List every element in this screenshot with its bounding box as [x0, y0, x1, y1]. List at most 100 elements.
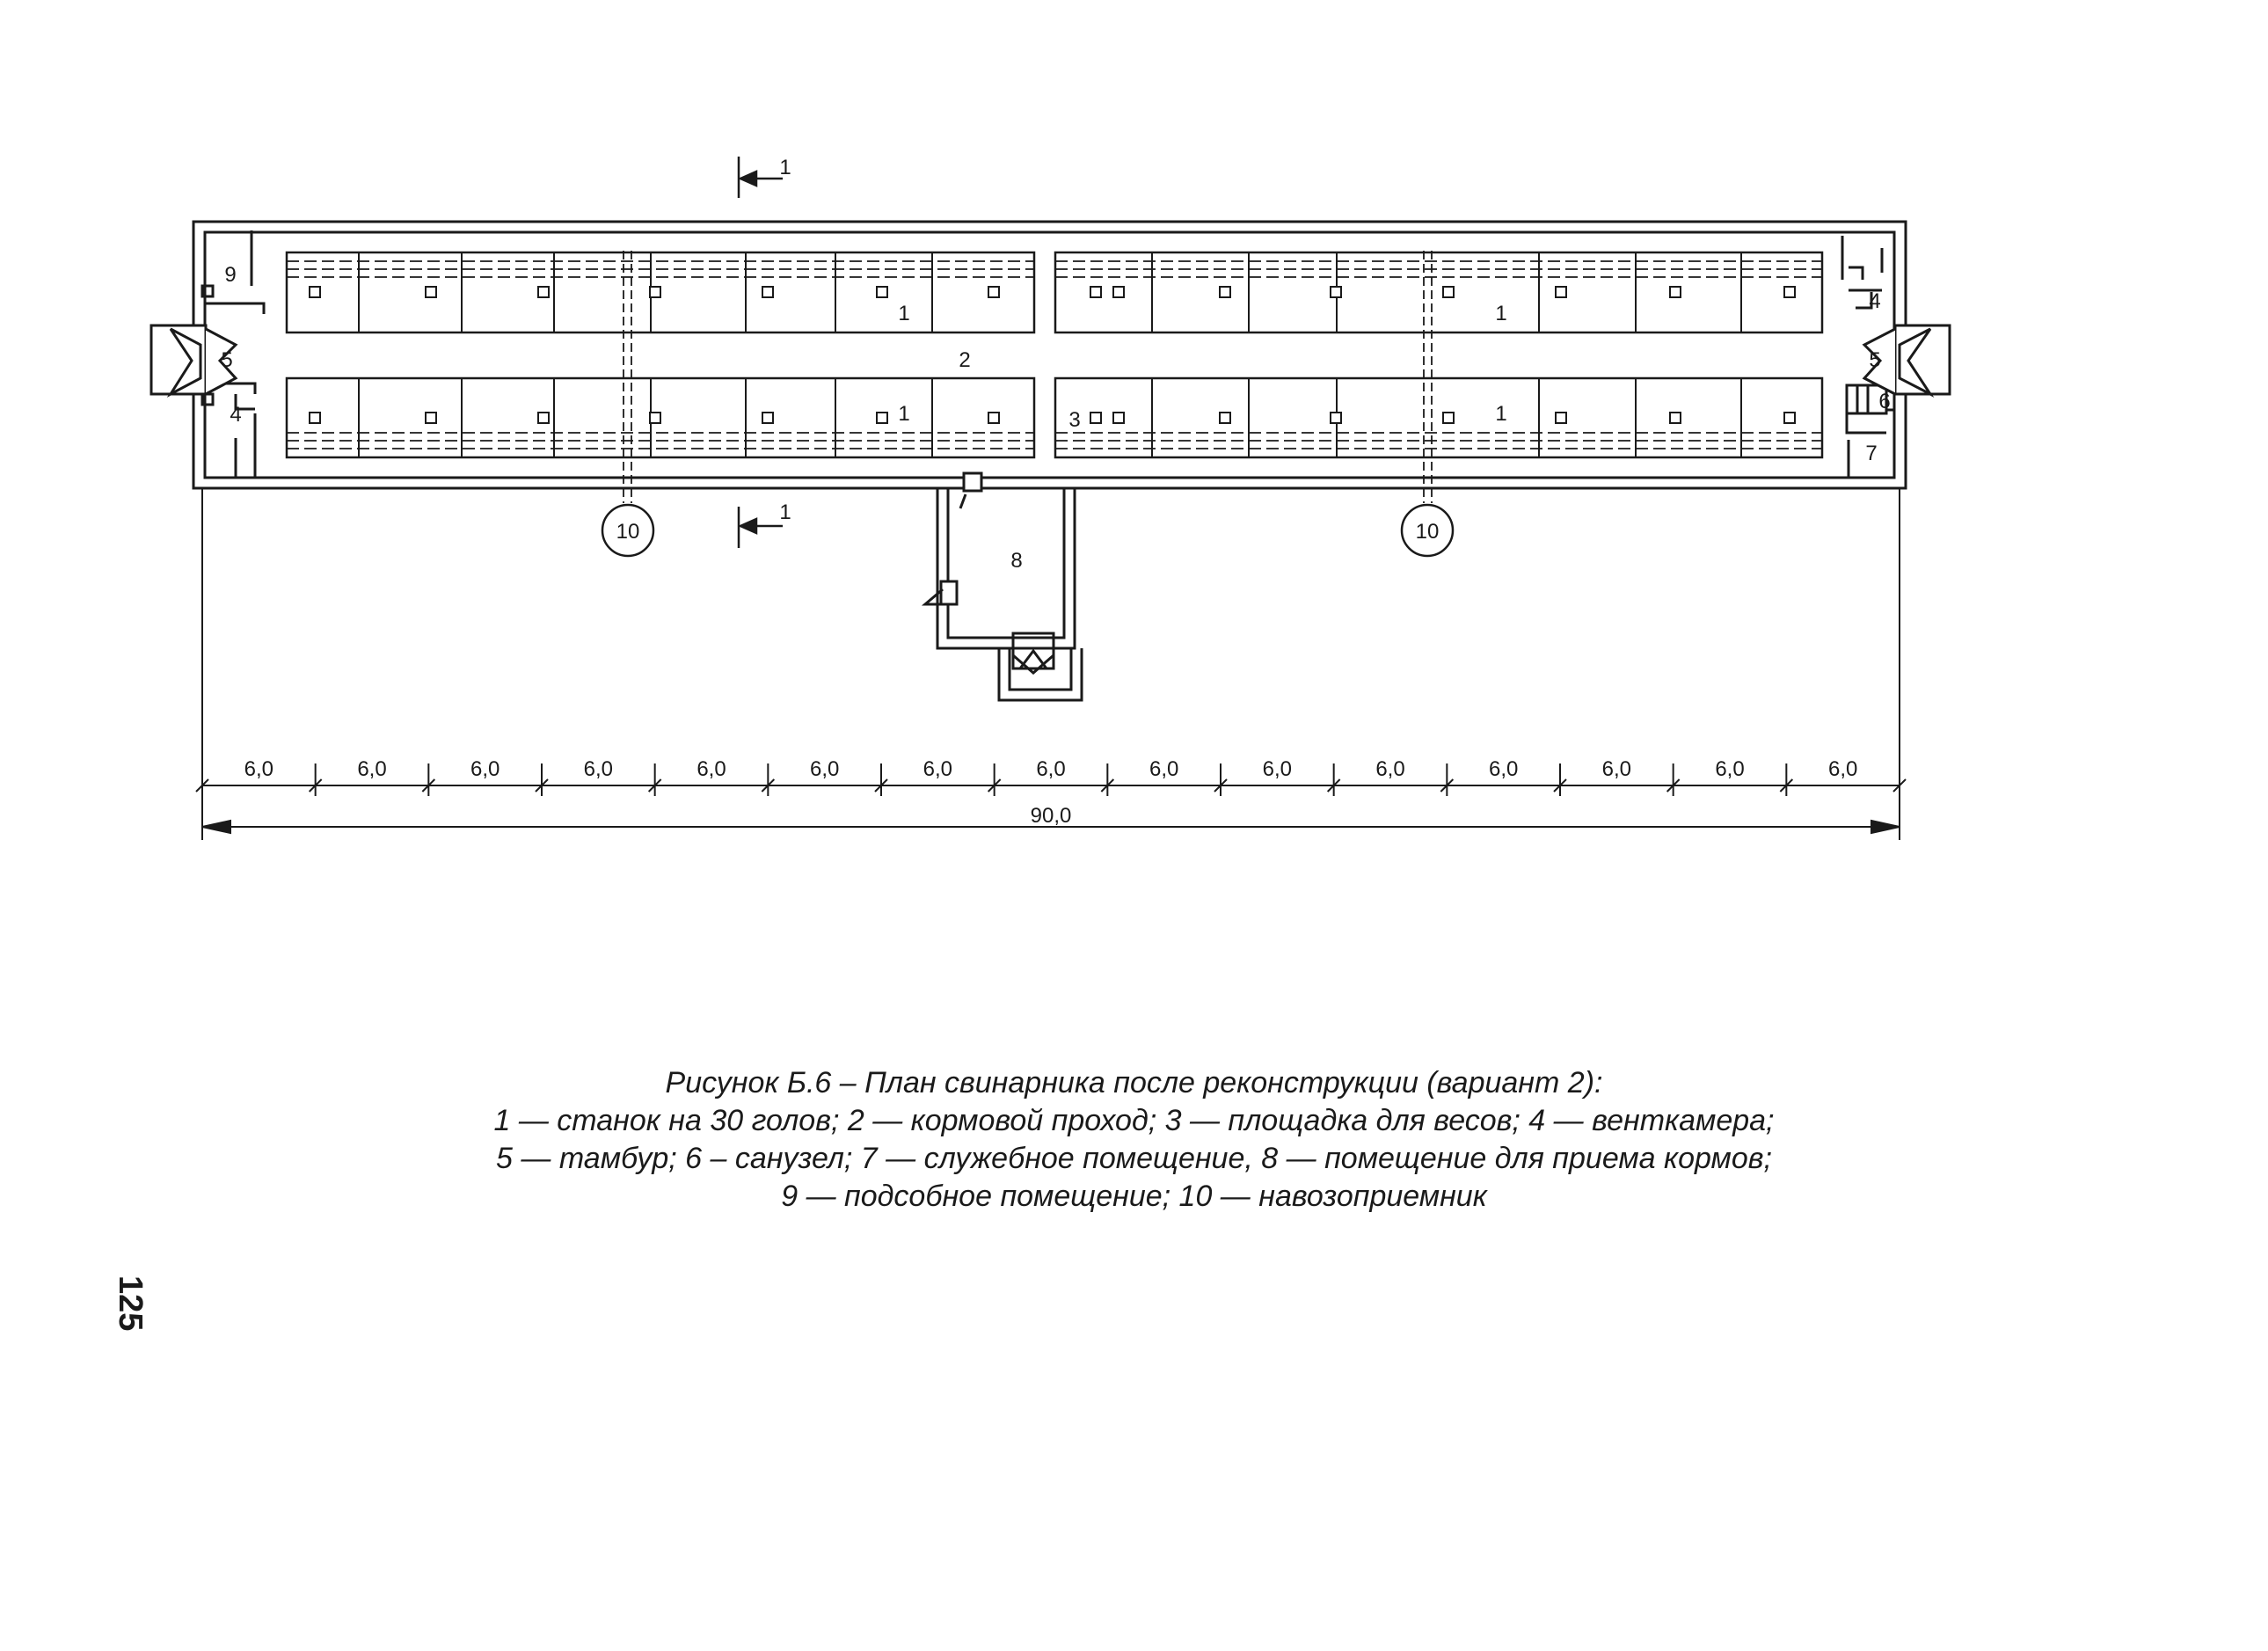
label-pen-top-left: 1 [898, 302, 909, 325]
drinker-icon [649, 286, 661, 298]
drinker-icon [1090, 412, 1102, 424]
drinker-icon [1783, 286, 1796, 298]
dimension-slash [1666, 778, 1681, 793]
label-toilet: 6 [1878, 390, 1890, 413]
dimension-slash [421, 778, 436, 793]
drinker-icon [762, 286, 774, 298]
drinker-icon [1330, 286, 1342, 298]
vestibule-right [1862, 324, 1951, 398]
caption-line-2: 5 — тамбур; 6 – санузел; 7 — служебное п… [496, 1142, 1772, 1175]
label-manure-receiver-right: 10 [1416, 520, 1440, 544]
label-scale-platform: 3 [1068, 408, 1080, 432]
dimension-slash [1553, 778, 1567, 793]
bay-dimension-label: 6,0 [1263, 757, 1292, 781]
label-vestibule-left: 5 [221, 348, 232, 372]
label-feed-passage: 2 [959, 348, 970, 372]
total-length-label: 90,0 [1031, 804, 1072, 828]
bay-dimension-label: 6,0 [923, 757, 952, 781]
dimension-slash [987, 778, 1002, 793]
dimension-slash [308, 778, 323, 793]
bay-dimension-label: 6,0 [1715, 757, 1744, 781]
bay-dimension-label: 6,0 [244, 757, 273, 781]
dimension-slash [1779, 778, 1794, 793]
dimension-slash [647, 778, 662, 793]
label-service-room: 7 [1865, 442, 1877, 465]
manure-receiver-icon [601, 503, 1455, 558]
drinker-icon [425, 286, 437, 298]
section-mark-bottom [737, 507, 783, 548]
caption-line-1: 1 — станок на 30 голов; 2 — кормовой про… [493, 1104, 1775, 1137]
drinker-icon [1669, 412, 1681, 424]
dimension-slash [1100, 778, 1115, 793]
drinker-icon [1442, 286, 1455, 298]
drinker-icon [988, 286, 1000, 298]
section-mark-bottom-number: 1 [779, 500, 791, 524]
section-mark-top-number: 1 [779, 156, 791, 179]
dimension-slash [874, 778, 888, 793]
bay-dimension-label: 6,0 [584, 757, 613, 781]
drinker-icon [762, 412, 774, 424]
drinker-icon [988, 412, 1000, 424]
bay-dimension-label: 6,0 [1602, 757, 1631, 781]
label-pen-bottom-left: 1 [898, 402, 909, 426]
dimension-slash [1214, 778, 1228, 793]
drinker-icon [1112, 286, 1125, 298]
bay-dimension-label: 6,0 [1828, 757, 1857, 781]
feed-room-annex [921, 471, 1083, 702]
caption-title: Рисунок Б.6 – План свинарника после реко… [665, 1066, 1603, 1099]
bay-dimension-label: 6,0 [696, 757, 726, 781]
caption-line-3: 9 — подсобное помещение; 10 — навозоприе… [781, 1180, 1487, 1213]
label-pen-top-right: 1 [1495, 302, 1506, 325]
drinker-icon [649, 412, 661, 424]
room-labels: 1 1 1 1 2 3 4 4 5 5 6 7 8 9 10 10 1 1 90… [221, 156, 1890, 828]
label-manure-receiver-left: 10 [616, 520, 640, 544]
drinker-icon [1783, 412, 1796, 424]
drinker-icon [1330, 412, 1342, 424]
label-vent-chamber-left: 4 [230, 403, 241, 427]
page-number: 125 [112, 1275, 149, 1332]
drinker-icon [537, 286, 550, 298]
drinker-icon [1555, 286, 1567, 298]
bay-dimension-label: 6,0 [1149, 757, 1178, 781]
bay-dimension-labels: 6,0 6,0 6,0 6,0 6,0 6,0 6,0 6,0 6,0 6,0 6,0 6,0 6,0 6… [244, 757, 1858, 781]
drinker-icon [1090, 286, 1102, 298]
feed-troughs [287, 260, 1822, 449]
drinker-icon [309, 412, 321, 424]
dimension-lines [195, 488, 1907, 840]
pen-row-bottom [285, 376, 1824, 459]
dimension-slash [1892, 778, 1907, 793]
pen-partitions [358, 252, 1742, 457]
label-vent-chamber-right: 4 [1869, 289, 1880, 313]
bay-dimension-label: 6,0 [470, 757, 500, 781]
dimension-slash [1326, 778, 1341, 793]
label-feed-room: 8 [1010, 549, 1022, 573]
right-end-rooms [1841, 236, 1895, 478]
bay-dimension-label: 6,0 [357, 757, 386, 781]
drinker-icon [876, 412, 888, 424]
dimension-slash [195, 778, 209, 793]
drinker-icon [425, 412, 437, 424]
drinker-icon [1219, 286, 1231, 298]
drinker-icon [537, 412, 550, 424]
bay-dimension-label: 6,0 [810, 757, 839, 781]
drinker-icon [1555, 412, 1567, 424]
bay-dimension-label: 6,0 [1375, 757, 1404, 781]
bay-dimension-label: 6,0 [1036, 757, 1065, 781]
dimension-slash [535, 778, 549, 793]
vestibule-left [149, 324, 238, 398]
label-utility-room: 9 [224, 263, 236, 287]
drinker-icons [309, 286, 1796, 424]
drinker-icon [1442, 412, 1455, 424]
bay-dimension-label: 6,0 [1489, 757, 1518, 781]
label-vestibule-right: 5 [1869, 348, 1880, 372]
drinker-icon [1112, 412, 1125, 424]
drinker-icon [1669, 286, 1681, 298]
drinker-icon [876, 286, 888, 298]
section-mark-top [737, 157, 783, 198]
label-pen-bottom-right: 1 [1495, 402, 1506, 426]
drinker-icon [309, 286, 321, 298]
drinker-icon [1219, 412, 1231, 424]
dimension-slash [1440, 778, 1455, 793]
figure-caption: Рисунок Б.6 – План свинарника после реко… [0, 1064, 2268, 1216]
